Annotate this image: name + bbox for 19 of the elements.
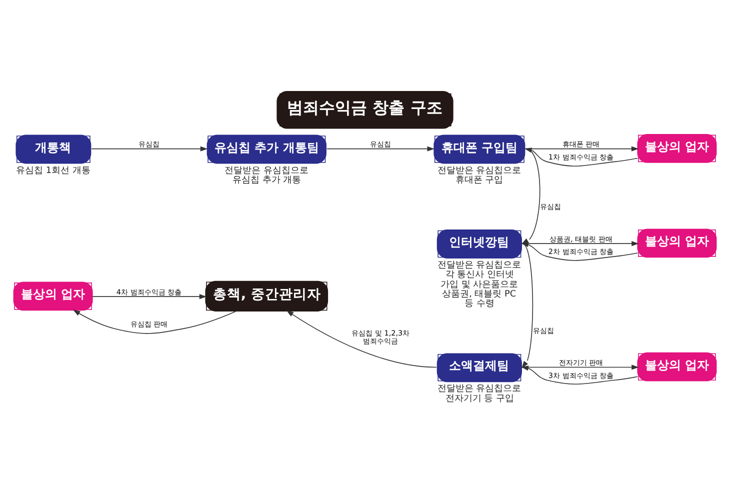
- edge-label: 유심칩 및 1,2,3차 범죄수익금: [352, 328, 410, 345]
- edge-label: 3차 범죄수익금 창출: [548, 370, 614, 380]
- edge-label: 휴대폰 판매: [562, 139, 600, 148]
- node-label: 전달받은 유심칩으로 휴대폰 구입: [437, 165, 522, 185]
- diagram-title: 범죄수익금 창출 구조: [287, 98, 442, 117]
- edge-label: 유심칩: [532, 325, 554, 334]
- node-label: 전달받은 유심칩으로 유심칩 추가 개통: [224, 165, 308, 185]
- edge-label: 상품권, 태블릿 판매: [550, 234, 612, 243]
- node-label: 전달받은 유심칩으로 전자기기 등 구입: [437, 384, 522, 404]
- edge-label: 유심칩: [138, 139, 160, 148]
- edge-label: 전자기기 판매: [558, 357, 604, 366]
- node-label: 유심칩 1회선 개통: [16, 165, 90, 176]
- edge-label: 유심칩 판매: [130, 318, 168, 328]
- edge-label: 4차 범죄수익금 창출: [116, 286, 182, 296]
- edge-label: 2차 범죄수익금 창출: [548, 246, 614, 256]
- edge-label: 유심칩: [540, 202, 561, 211]
- edge-label: 유심칩: [370, 139, 392, 148]
- edge-label: 1차 범죄수익금 창출: [548, 152, 614, 161]
- node-label: 전달받은 유심칩으로 각 통신사 인터넷 가입 및 사은품으로 상품권, 태블릿 PC 등 수령: [437, 260, 522, 309]
